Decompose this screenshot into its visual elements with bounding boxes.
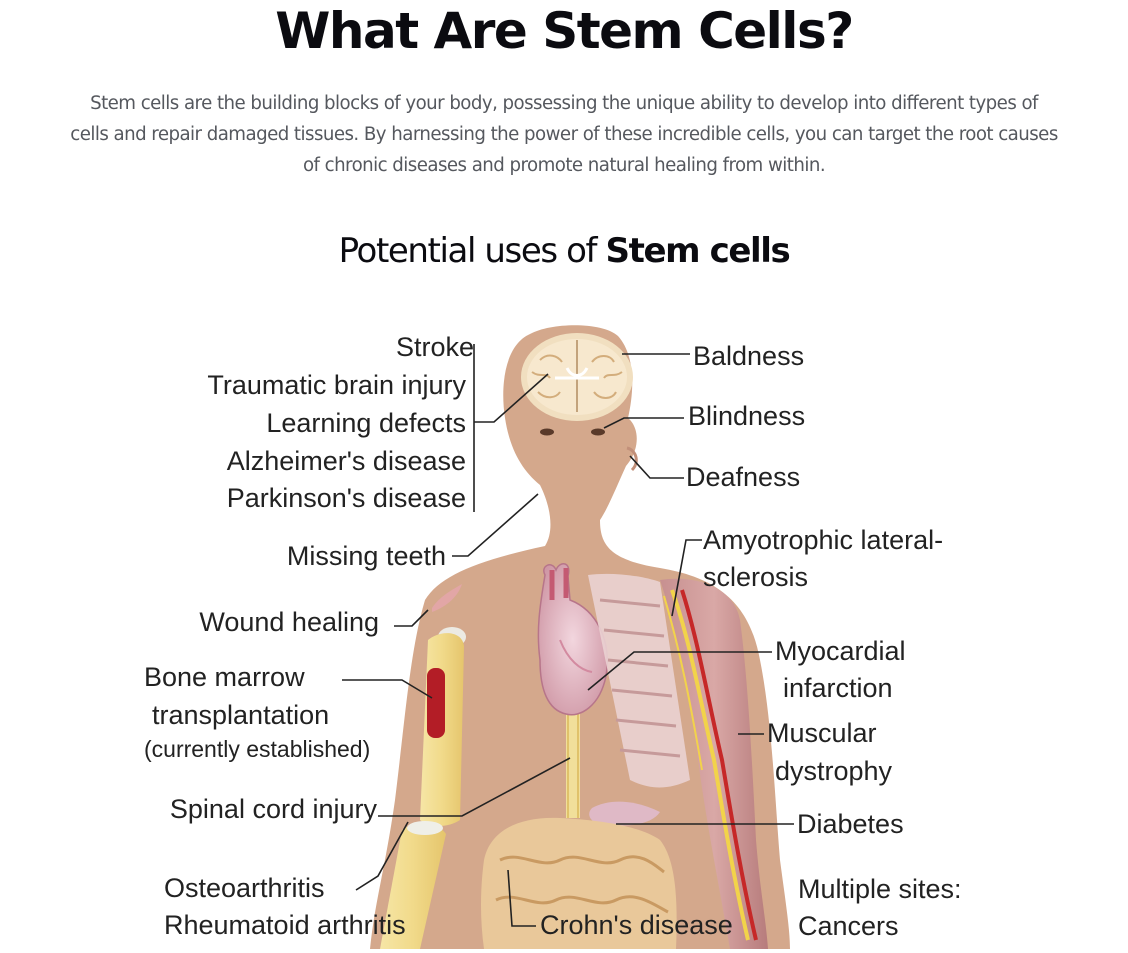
label-blindness: Blindness: [688, 401, 805, 431]
label-deafness: Deafness: [686, 462, 800, 492]
label-muscular: Muscular: [767, 718, 877, 748]
intro-paragraph: Stem cells are the building blocks of yo…: [0, 88, 1128, 181]
label-crohns-disease: Crohn's disease: [540, 910, 733, 940]
label-diabetes: Diabetes: [797, 809, 904, 839]
label-baldness: Baldness: [693, 341, 804, 371]
label-infarction: infarction: [783, 673, 893, 703]
label-myocardial: Myocardial: [775, 636, 906, 666]
ribcage-icon: [588, 573, 690, 788]
leader-crohns: [507, 869, 536, 927]
leader-bone-marrow: [342, 679, 433, 699]
brain-icon: [521, 333, 633, 421]
section-subtitle: Potential uses of Stem cells: [0, 226, 1128, 276]
label-cancers: Cancers: [798, 911, 899, 941]
label-rheumatoid-arthritis: Rheumatoid arthritis: [164, 910, 406, 940]
leader-brain: [474, 373, 549, 423]
label-stroke: Stroke: [396, 332, 474, 362]
intro-line: of chronic diseases and promote natural …: [302, 155, 826, 176]
wound-icon: [432, 584, 462, 612]
intro-line: cells and repair damaged tissues. By har…: [70, 124, 1058, 145]
arm-bone-icon: [380, 627, 466, 949]
ear-icon: [626, 446, 638, 472]
eyes-icon: [540, 428, 605, 436]
leader-wound: [394, 609, 429, 627]
leader-deafness: [629, 455, 684, 479]
leader-osteo: [355, 821, 409, 891]
subtitle-emphasis: Stem cells: [605, 231, 791, 271]
label-sclerosis: sclerosis: [703, 562, 808, 592]
label-dystrophy: dystrophy: [775, 756, 893, 786]
label-missing-teeth: Missing teeth: [287, 541, 446, 571]
label-alzheimers: Alzheimer's disease: [227, 446, 466, 476]
label-traumatic-brain-injury: Traumatic brain injury: [207, 370, 466, 400]
leader-blindness: [603, 417, 684, 429]
pancreas-icon: [589, 801, 660, 826]
label-currently-established: (currently established): [144, 736, 370, 762]
page-title: What Are Stem Cells?: [275, 2, 854, 60]
leader-myocardial: [587, 651, 772, 691]
label-multiple-sites: Multiple sites:: [798, 874, 962, 904]
leader-als: [671, 539, 702, 617]
label-learning-defects: Learning defects: [266, 408, 466, 438]
label-transplantation: transplantation: [152, 700, 329, 730]
subtitle-prefix: Potential uses of: [338, 231, 598, 271]
leader-teeth: [452, 493, 539, 557]
leader-lines: [342, 344, 794, 927]
label-wound-healing: Wound healing: [199, 607, 379, 637]
intestines-icon: [481, 817, 677, 949]
label-parkinsons: Parkinson's disease: [227, 483, 466, 513]
label-als: Amyotrophic lateral-: [703, 525, 943, 555]
label-spinal-cord-injury: Spinal cord injury: [170, 794, 378, 824]
intro-line: Stem cells are the building blocks of yo…: [90, 93, 1038, 114]
label-osteoarthritis: Osteoarthritis: [164, 873, 325, 903]
stem-cell-uses-diagram: Stroke Traumatic brain injury Learning d…: [0, 300, 1128, 949]
label-bone-marrow: Bone marrow: [144, 662, 305, 692]
arm-muscle-icon: [660, 578, 768, 949]
leader-spinal: [378, 757, 571, 817]
